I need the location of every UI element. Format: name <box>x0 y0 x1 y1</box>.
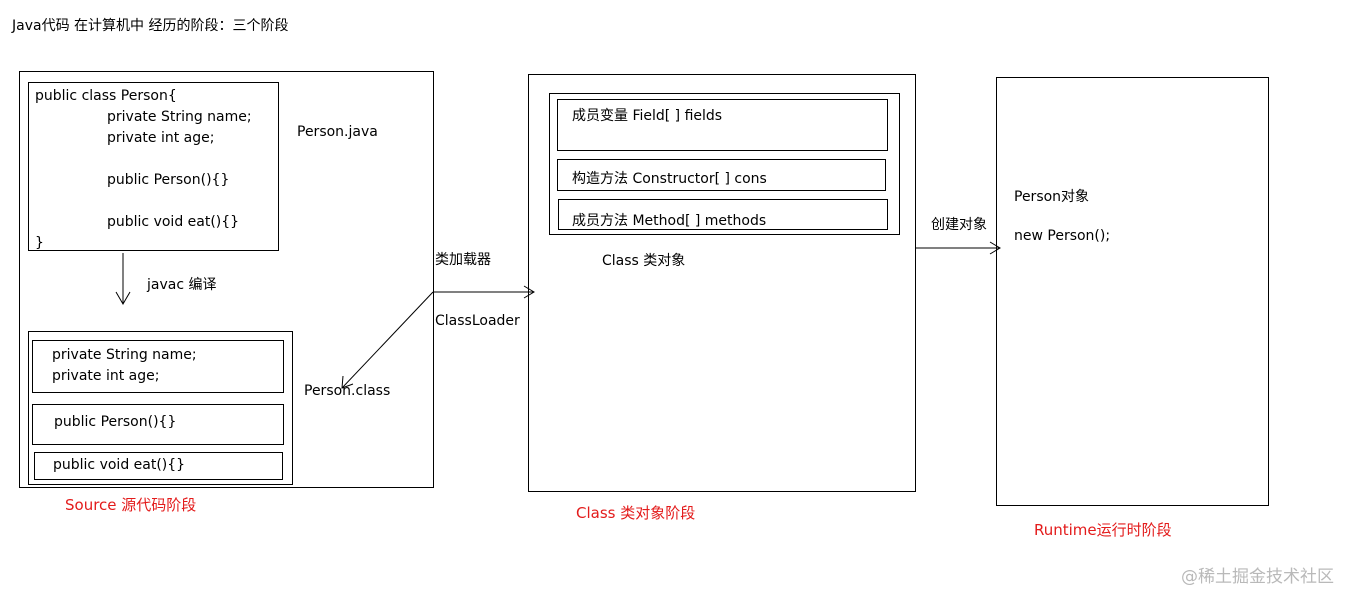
source-stage-box <box>19 71 434 488</box>
class-field-name: private String name; <box>52 347 197 363</box>
classloader-label-en: ClassLoader <box>435 313 520 329</box>
code-line-field-name: private String name; <box>107 109 252 125</box>
new-person-expression: new Person(); <box>1014 228 1111 244</box>
diagram-title: Java代码 在计算机中 经历的阶段：三个阶段 <box>12 18 289 34</box>
class-ctor-text: public Person(){} <box>54 414 177 430</box>
methods-box: 成员方法 Method[ ] methods <box>558 199 888 230</box>
code-line-field-age: private int age; <box>107 130 215 146</box>
person-class-filename: Person.class <box>304 383 391 399</box>
classloader-label-cn: 类加载器 <box>435 252 491 268</box>
class-stage-box <box>528 74 916 492</box>
code-line-constructor: public Person(){} <box>107 172 230 188</box>
person-class-box <box>28 331 293 485</box>
compile-arrow <box>115 253 131 305</box>
person-java-filename: Person.java <box>297 124 378 140</box>
fields-box: 成员变量 Field[ ] fields <box>557 99 888 151</box>
create-object-label: 创建对象 <box>931 217 987 233</box>
code-line-class-decl: public class Person{ <box>35 88 177 104</box>
code-line-method: public void eat(){} <box>107 214 240 230</box>
compile-label: javac 编译 <box>147 277 217 293</box>
create-object-arrow <box>916 241 1001 255</box>
class-members-box <box>549 93 900 235</box>
class-ctor-box: public Person(){} <box>32 404 284 445</box>
load-arrow-to-person-class <box>341 291 434 389</box>
class-field-age: private int age; <box>52 368 160 384</box>
source-stage-label: Source 源代码阶段 <box>65 496 197 514</box>
watermark: @稀土掘金技术社区 <box>1181 567 1334 587</box>
runtime-stage-box <box>996 77 1269 506</box>
methods-text: 成员方法 Method[ ] methods <box>572 213 767 229</box>
class-method-text: public void eat(){} <box>53 457 186 473</box>
fields-text: 成员变量 Field[ ] fields <box>572 108 723 124</box>
constructors-box: 构造方法 Constructor[ ] cons <box>557 159 886 191</box>
runtime-stage-label: Runtime运行时阶段 <box>1034 521 1172 539</box>
person-object-label: Person对象 <box>1014 189 1090 205</box>
class-object-label: Class 类对象 <box>602 253 686 269</box>
class-stage-label: Class 类对象阶段 <box>576 504 696 522</box>
class-method-box: public void eat(){} <box>34 452 283 480</box>
load-arrow-to-class-stage <box>433 285 535 299</box>
person-java-code-box: public class Person{ private String name… <box>28 82 279 251</box>
code-line-close-brace: } <box>35 235 44 251</box>
constructors-text: 构造方法 Constructor[ ] cons <box>572 171 767 187</box>
class-fields-box: private String name; private int age; <box>32 340 284 393</box>
